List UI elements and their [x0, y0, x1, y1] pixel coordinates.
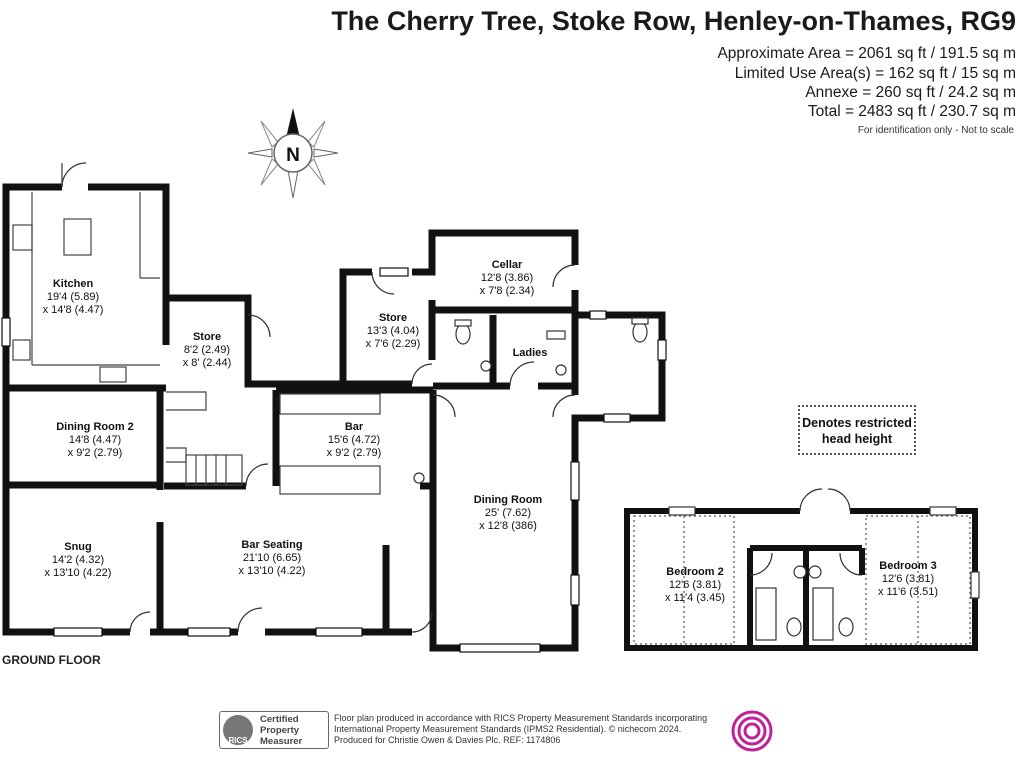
footer-line-1: Floor plan produced in accordance with R… [334, 713, 708, 723]
barseating-dim2: x 13'10 (4.22) [239, 565, 306, 577]
disclaimer: For identification only - Not to scale [857, 125, 1014, 136]
store2-dim1: 13'3 (4.04) [367, 325, 419, 337]
bedroom3-dim1: 12'6 (3.81) [882, 573, 934, 585]
nichecom-logo-icon [731, 710, 773, 752]
dining-name: Dining Room [474, 494, 543, 506]
kitchen-dim2: x 14'8 (4.47) [43, 304, 104, 316]
dining2-dim2: x 9'2 (2.79) [68, 447, 123, 459]
room-label-cellar: Cellar 12'8 (3.86) x 7'8 (2.34) [480, 259, 535, 297]
bar-name: Bar [345, 421, 364, 433]
compass-icon: N [247, 108, 339, 199]
annexe-fixtures [668, 506, 980, 641]
room-label-kitchen: Kitchen 19'4 (5.89) x 14'8 (4.47) [43, 278, 104, 316]
dining2-dim1: 14'8 (4.47) [69, 434, 121, 446]
barseating-name: Bar Seating [241, 539, 302, 551]
legend-line-2: head height [821, 432, 893, 446]
store2-name: Store [379, 312, 407, 324]
bar-dim2: x 9'2 (2.79) [327, 447, 382, 459]
bedroom2-name: Bedroom 2 [666, 566, 723, 578]
cellar-dim2: x 7'8 (2.34) [480, 285, 535, 297]
badge-line-2: Property [260, 725, 300, 736]
room-label-bar: Bar 15'6 (4.72) x 9'2 (2.79) [327, 421, 382, 459]
approximate-area: Approximate Area = 2061 sq ft / 191.5 sq… [717, 45, 1016, 62]
room-label-snug: Snug 14'2 (4.32) x 13'10 (4.22) [45, 541, 112, 579]
room-label-bar-seating: Bar Seating 21'10 (6.65) x 13'10 (4.22) [239, 539, 306, 577]
restricted-height-legend: Denotes restricted head height [798, 405, 916, 455]
room-label-ladies: Ladies [513, 347, 548, 359]
limited-use-area: Limited Use Area(s) = 162 sq ft / 15 sq … [734, 65, 1016, 82]
bedroom2-dim2: x 11'4 (3.45) [665, 592, 725, 604]
room-label-dining-room: Dining Room 25' (7.62) x 12'8 (386) [474, 494, 543, 532]
rics-logo-icon: RICS [223, 715, 253, 745]
snug-name: Snug [64, 541, 92, 553]
room-label-store-1: Store 8'2 (2.49) x 8' (2.44) [183, 331, 232, 369]
store1-dim1: 8'2 (2.49) [184, 344, 230, 356]
store2-dim2: x 7'6 (2.29) [366, 338, 421, 350]
ground-floor-label: GROUND FLOOR [2, 653, 101, 667]
annexe-area: Annexe = 260 sq ft / 24.2 sq m [805, 84, 1016, 101]
bedroom3-dim2: x 11'6 (3.51) [878, 586, 938, 598]
cellar-dim1: 12'8 (3.86) [481, 272, 533, 284]
room-label-dining-room-2: Dining Room 2 14'8 (4.47) x 9'2 (2.79) [56, 421, 134, 459]
kitchen-dim1: 19'4 (5.89) [47, 291, 99, 303]
footer-line-2: International Property Measurement Stand… [334, 724, 682, 734]
room-label-store-2: Store 13'3 (4.04) x 7'6 (2.29) [366, 312, 421, 350]
ground-floor-windows [1, 267, 667, 653]
dining-dim2: x 12'8 (386) [479, 520, 537, 532]
badge-text: Certified Property Measurer [260, 714, 302, 747]
total-area: Total = 2483 sq ft / 230.7 sq m [807, 103, 1016, 120]
compass-label: N [286, 145, 300, 166]
footer-note: Floor plan produced in accordance with R… [334, 713, 707, 746]
store1-name: Store [193, 331, 221, 343]
sanitary-fixtures [413, 317, 649, 484]
plan-title: The Cherry Tree, Stoke Row, Henley-on-Th… [331, 6, 1016, 36]
dining-dim1: 25' (7.62) [485, 507, 531, 519]
store1-dim2: x 8' (2.44) [183, 357, 232, 369]
bar-dim1: 15'6 (4.72) [328, 434, 380, 446]
badge-line-1: Certified [260, 714, 299, 725]
ground-floor-doors [61, 162, 576, 633]
badge-line-3: Measurer [260, 736, 303, 747]
ladies-name: Ladies [513, 347, 548, 359]
restricted-height-hatching [633, 515, 971, 645]
cellar-name: Cellar [492, 259, 523, 271]
snug-dim1: 14'2 (4.32) [52, 554, 104, 566]
footer-line-3: Produced for Christie Owen & Davies Plc.… [334, 735, 561, 745]
bedroom2-dim1: 12'6 (3.81) [669, 579, 721, 591]
kitchen-name: Kitchen [53, 278, 94, 290]
bedroom3-name: Bedroom 3 [879, 560, 936, 572]
room-label-bedroom-2: Bedroom 2 12'6 (3.81) x 11'4 (3.45) [665, 566, 725, 604]
annexe-doors [749, 488, 863, 576]
ground-floor-thin-lines [12, 192, 381, 495]
barseating-dim1: 21'10 (6.65) [243, 552, 301, 564]
room-label-bedroom-3: Bedroom 3 12'6 (3.81) x 11'6 (3.51) [878, 560, 938, 598]
snug-dim2: x 13'10 (4.22) [45, 567, 112, 579]
legend-line-1: Denotes restricted [802, 416, 912, 430]
rics-certified-badge: RICS Certified Property Measurer [219, 711, 329, 749]
dining2-name: Dining Room 2 [56, 421, 134, 433]
